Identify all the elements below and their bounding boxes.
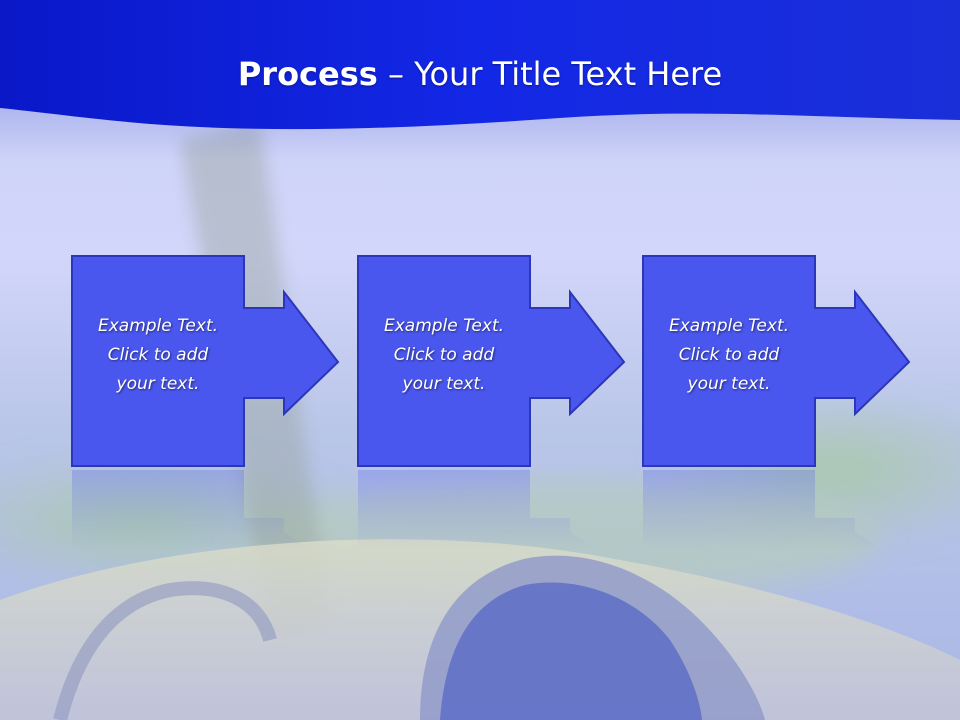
process-step-2[interactable]: Example Text. Click to add your text. xyxy=(357,255,628,468)
step-1-arrow-box-shape xyxy=(71,255,340,467)
step-3-line-2: Click to add xyxy=(678,345,780,365)
step-3-text: Example Text. Click to add your text. xyxy=(643,312,815,399)
step-2-line-3: your text. xyxy=(402,374,486,394)
step-1-text: Example Text. Click to add your text. xyxy=(72,312,244,399)
step-2-arrow-box-shape xyxy=(357,255,626,467)
step-2-reflection xyxy=(358,470,598,550)
step-1-line-3: your text. xyxy=(116,374,200,394)
step-3-line-3: your text. xyxy=(687,374,771,394)
process-step-3[interactable]: Example Text. Click to add your text. xyxy=(642,255,913,468)
title-rest-part: – Your Title Text Here xyxy=(377,55,723,93)
process-step-1[interactable]: Example Text. Click to add your text. xyxy=(71,255,342,468)
step-3-reflection xyxy=(643,470,883,550)
step-1-reflection xyxy=(72,470,312,550)
step-3-line-1: Example Text. xyxy=(668,316,790,336)
slide-title[interactable]: Process – Your Title Text Here xyxy=(0,52,960,96)
step-1-line-2: Click to add xyxy=(107,345,209,365)
step-2-text: Example Text. Click to add your text. xyxy=(358,312,530,399)
step-2-line-2: Click to add xyxy=(393,345,495,365)
step-2-line-1: Example Text. xyxy=(383,316,505,336)
title-bold-part: Process xyxy=(237,55,378,93)
step-3-arrow-box-shape xyxy=(642,255,911,467)
step-1-line-1: Example Text. xyxy=(97,316,219,336)
